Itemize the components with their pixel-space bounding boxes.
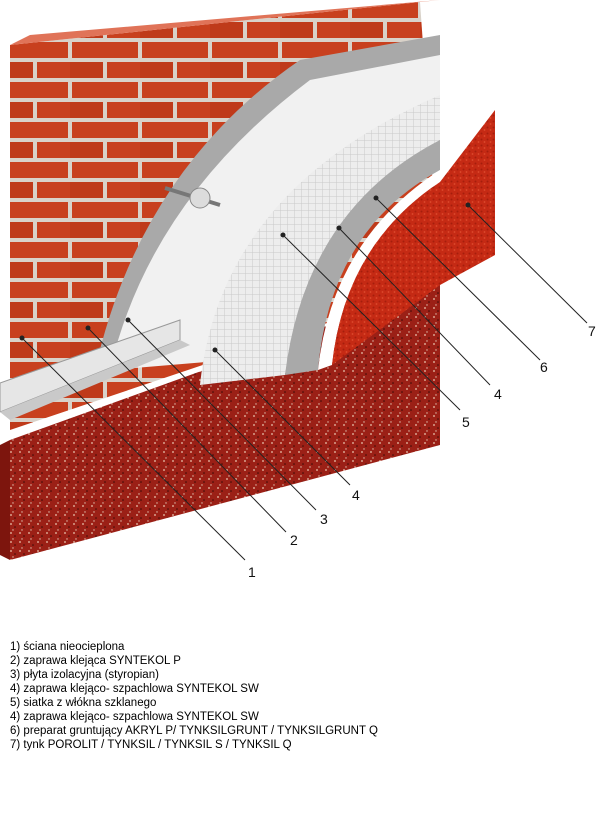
render-layer (332, 110, 495, 365)
callout-number-2: 2 (290, 532, 298, 548)
legend-item: 4) zaprawa klejąco- szpachlowa SYNTEKOL … (10, 711, 259, 723)
callout-number-4b: 4 (494, 386, 502, 402)
plinth-side (0, 440, 10, 560)
callout-number-4a: 4 (352, 487, 360, 503)
legend-item: 4) zaprawa klejąco- szpachlowa SYNTEKOL … (10, 683, 259, 695)
legend-item: 5) siatka z włókna szklanego (10, 697, 157, 709)
legend-item: 7) tynk POROLIT / TYNKSIL / TYNKSIL S / … (10, 739, 292, 751)
wall-cross-section: 1 2 3 4 5 4 6 7 (0, 0, 596, 580)
callout-number-3: 3 (320, 511, 328, 527)
legend-item: 6) preparat gruntujący AKRYL P/ TYNKSILG… (10, 725, 378, 737)
legend-item: 2) zaprawa klejąca SYNTEKOL P (10, 655, 181, 667)
legend-item: 1) ściana nieocieplona (10, 641, 125, 653)
callout-number-1: 1 (248, 564, 256, 580)
base-coat-band (285, 140, 440, 375)
primer-band (318, 170, 440, 370)
callout-number-7: 7 (588, 323, 596, 339)
legend-item: 3) płyta izolacyjna (styropian) (10, 669, 159, 681)
callout-number-6: 6 (540, 359, 548, 375)
layer-legend: 1) ściana nieocieplona 2) zaprawa klejąc… (10, 640, 590, 752)
leader-lines (21, 197, 588, 561)
callout-number-5: 5 (462, 414, 470, 430)
